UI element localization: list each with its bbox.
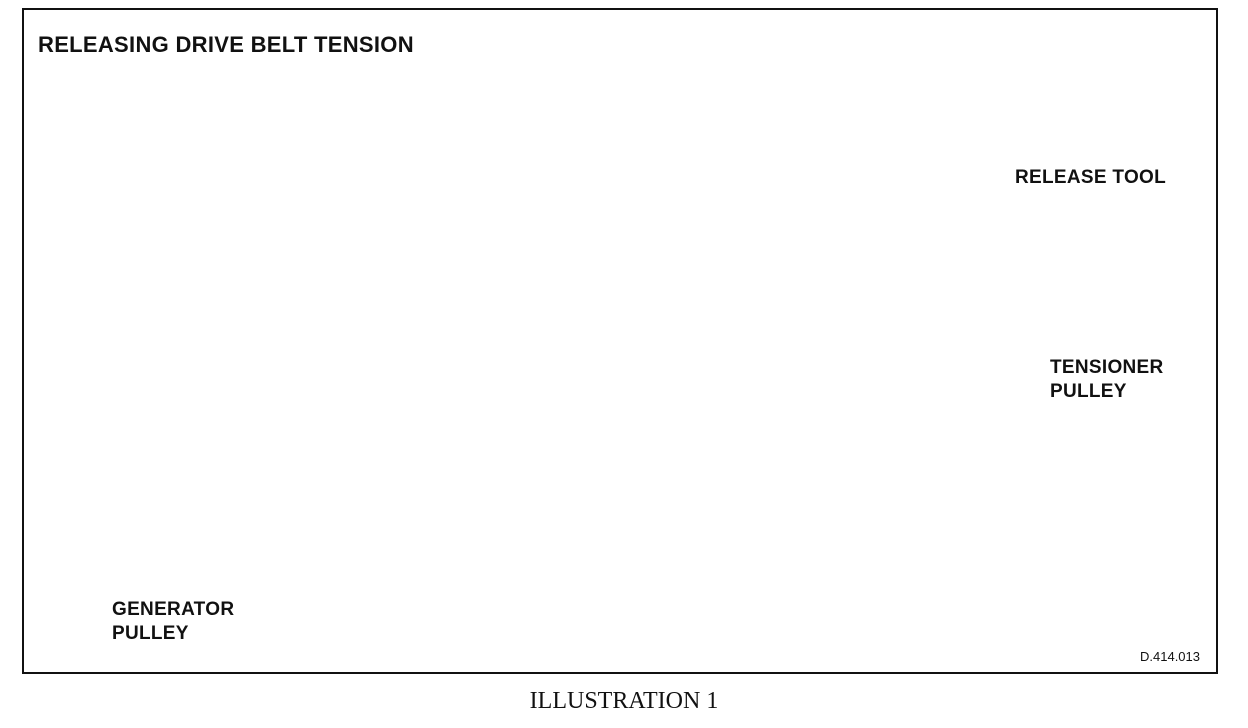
tensioner-pulley-label-line2: PULLEY [1050,381,1127,402]
figure-title: RELEASING DRIVE BELT TENSION [38,32,414,57]
tensioner-pulley-label-line1: TENSIONER [1050,357,1164,378]
release-tool-label: RELEASE TOOL [1015,166,1166,190]
generator-pulley-label-line1: GENERATOR [112,599,235,620]
release-tool-label-text: RELEASE TOOL [1015,167,1167,188]
tensioner-pulley-label: TENSIONER PULLEY [1050,356,1164,404]
figure-frame: RELEASING DRIVE BELT TENSION D.414.013 [22,8,1218,674]
generator-pulley-label-line2: PULLEY [112,623,189,644]
generator-pulley-label: GENERATOR PULLEY [112,598,234,646]
figure-caption: ILLUSTRATION 1 [529,688,719,714]
reference-code: D.414.013 [1140,649,1200,664]
